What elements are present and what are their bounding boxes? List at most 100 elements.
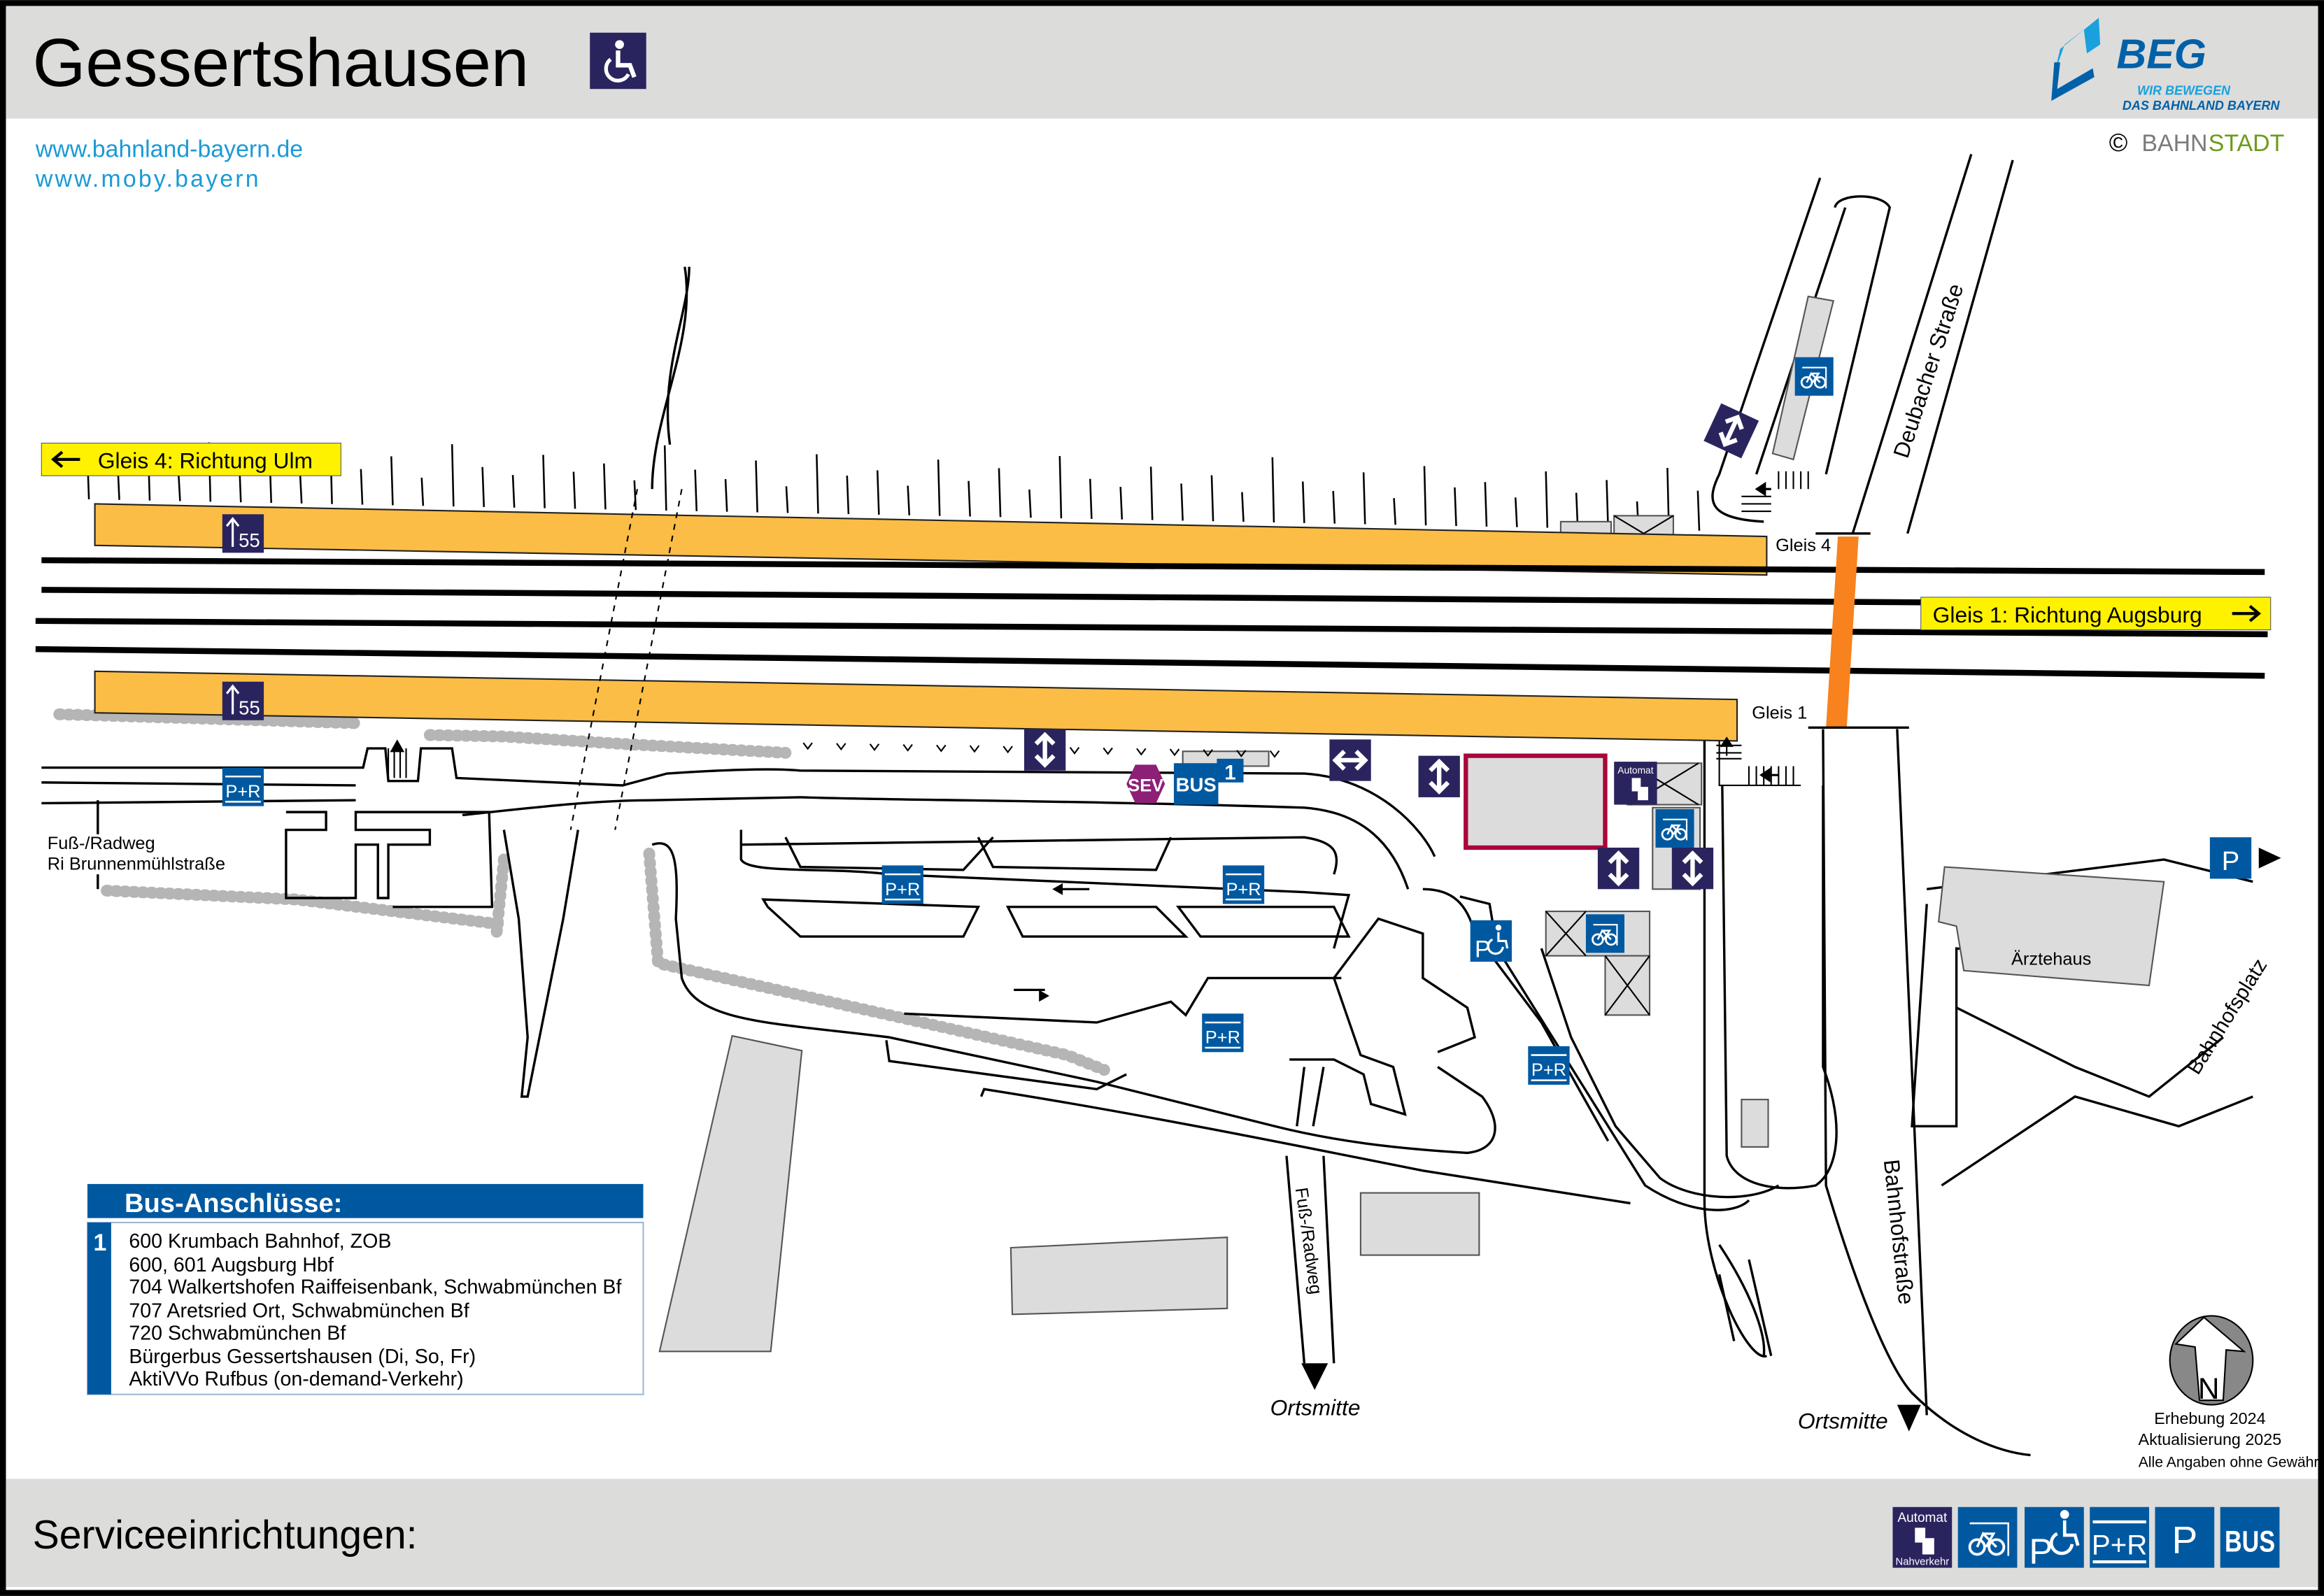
fence-post	[1301, 481, 1305, 523]
disabled-parking-icon: P	[1470, 920, 1512, 963]
fence-post	[785, 486, 789, 513]
copyright-symbol: ©	[2109, 128, 2128, 157]
stairs	[388, 471, 1809, 787]
fence-post	[633, 480, 637, 511]
platform-edge-mark	[936, 744, 947, 753]
parking-icon: P	[2155, 1506, 2215, 1568]
fence-post	[1332, 490, 1336, 524]
disabled-parking-label: P	[1475, 936, 1491, 963]
platform-gleis-4	[94, 503, 1768, 576]
fence-post	[846, 475, 850, 515]
ortsmitte-west[interactable]: Ortsmitte	[1270, 1363, 1361, 1420]
track-label-gleis-4: Gleis 4	[1776, 536, 1831, 555]
fence-post	[937, 459, 941, 516]
park-and-ride-icon: P+R	[2090, 1506, 2150, 1568]
platform-edge-mark	[969, 745, 980, 753]
disabled-parking-label: P	[2029, 1531, 2053, 1571]
service-icons: Automat Nahverkehr P P+R P BUS	[1892, 1506, 2280, 1571]
fence-post	[1058, 456, 1063, 519]
disabled-parking-icon: P	[2025, 1506, 2084, 1571]
platform-edge-mark	[1169, 748, 1180, 757]
bus-label: BUS	[2225, 1525, 2275, 1558]
station-title: Gessertshausen	[33, 24, 530, 101]
automat-label: Automat	[1897, 1511, 1948, 1525]
copyright-bahn: BAHN	[2141, 130, 2207, 157]
bike-parking-icon	[1585, 913, 1626, 954]
fence-post	[1241, 492, 1245, 522]
fence-post	[603, 463, 607, 510]
fence-post	[968, 480, 971, 517]
update-date: Aktualisierung 2025	[2139, 1430, 2282, 1448]
traffic-arrow-right-head	[1039, 990, 1049, 1002]
bus-route: 720 Schwabmünchen Bf	[129, 1322, 346, 1344]
fence-post	[572, 471, 576, 509]
fence-post	[1515, 497, 1518, 527]
direction-gleis-1: Gleis 1: Richtung Augsburg	[1920, 597, 2272, 631]
bus-route: 600, 601 Augsburg Hbf	[129, 1254, 334, 1276]
bahnstadt-copyright: © BAHN STADT	[2109, 128, 2284, 157]
platform-edge-mark	[869, 743, 880, 751]
link-moby[interactable]: www.moby.bayern	[35, 166, 261, 192]
badge-text: 55	[239, 697, 260, 718]
bus-connections-panel: Bus-Anschlüsse: 1 600 Krumbach Bahnhof, …	[86, 1183, 644, 1395]
parking-icon: P	[2222, 846, 2239, 876]
bus-route: 707 Aretsried Ort, Schwabmünchen Bf	[129, 1300, 469, 1323]
footpath-north	[651, 266, 690, 490]
aerztehaus-label: Ärztehaus	[2011, 949, 2091, 969]
wheelchair-icon	[590, 32, 646, 90]
bus-panel-title: Bus-Anschlüsse:	[125, 1188, 342, 1218]
platform-edge-mark	[836, 743, 846, 751]
bus-route: AktiVVo Rufbus (on-demand-Verkehr)	[129, 1368, 463, 1390]
platform-edge-mark	[1103, 747, 1113, 755]
park-and-ride-icon: P+R	[1226, 880, 1261, 899]
bus-route: Bürgerbus Gessertshausen (Di, So, Fr)	[129, 1346, 476, 1368]
fence-post	[1210, 475, 1214, 522]
fence-post	[511, 475, 516, 508]
survey-date: Erhebung 2024	[2154, 1409, 2265, 1427]
fence-post	[907, 485, 911, 515]
fence-post	[1028, 489, 1032, 518]
fence-post	[1484, 482, 1488, 527]
path-left-label: Fuß-/Radweg	[48, 834, 155, 853]
stairs-access-icon	[1598, 848, 1639, 889]
park-and-ride-icon: P+R	[885, 880, 920, 899]
bus-icon: BUS	[2220, 1506, 2280, 1568]
platform-gleis-1	[94, 670, 1738, 742]
compass-label: N	[2198, 1372, 2220, 1405]
fence-post	[1119, 487, 1124, 520]
stairs-access-icon	[1024, 729, 1065, 770]
link-bahnland[interactable]: www.bahnland-bayern.de	[35, 136, 303, 163]
platform-edge-mark	[1236, 750, 1247, 757]
station-building	[1464, 753, 1608, 850]
fence-post	[542, 455, 546, 508]
platform-edge-mark	[1069, 746, 1080, 755]
automat-sub-label: Nahverkehr	[1896, 1556, 1950, 1567]
badge-text: 55	[239, 529, 260, 551]
underpass	[569, 489, 683, 830]
bridge-edges	[1808, 532, 1909, 729]
arrow-right-icon	[2258, 847, 2281, 869]
bike-parking-icon	[1794, 356, 1835, 397]
beg-tagline-1: WIR BEWEGEN	[2137, 84, 2231, 98]
sev-icon: SEV	[1128, 776, 1163, 795]
fence-post	[360, 469, 364, 505]
platform-edge-mark	[1203, 749, 1213, 757]
fence-post	[1180, 483, 1184, 521]
direction-gleis-1-text: Gleis 1: Richtung Augsburg	[1933, 602, 2202, 627]
fence-post	[1606, 480, 1609, 529]
platform-height-badge-gleis-1: 55	[222, 681, 264, 720]
platform-edge-mark	[902, 743, 913, 752]
park-and-ride-icon: P+R	[1205, 1028, 1240, 1048]
bus-route: 704 Walkertshofen Raiffeisenbank, Schwab…	[129, 1276, 621, 1299]
path-left-destination: Ri Brunnenmühlstraße	[48, 855, 225, 874]
fence-post	[1149, 466, 1154, 520]
ortsmitte-east[interactable]: Ortsmitte	[1798, 1404, 1921, 1434]
parking-sign: P	[2209, 837, 2281, 879]
platform-edge-mark	[1002, 746, 1013, 754]
fence-post	[1423, 466, 1427, 526]
fence-post	[663, 445, 667, 511]
platform-edge-mark	[802, 742, 813, 750]
ortsmitte-label: Ortsmitte	[1270, 1395, 1361, 1420]
fence-post	[876, 470, 880, 515]
